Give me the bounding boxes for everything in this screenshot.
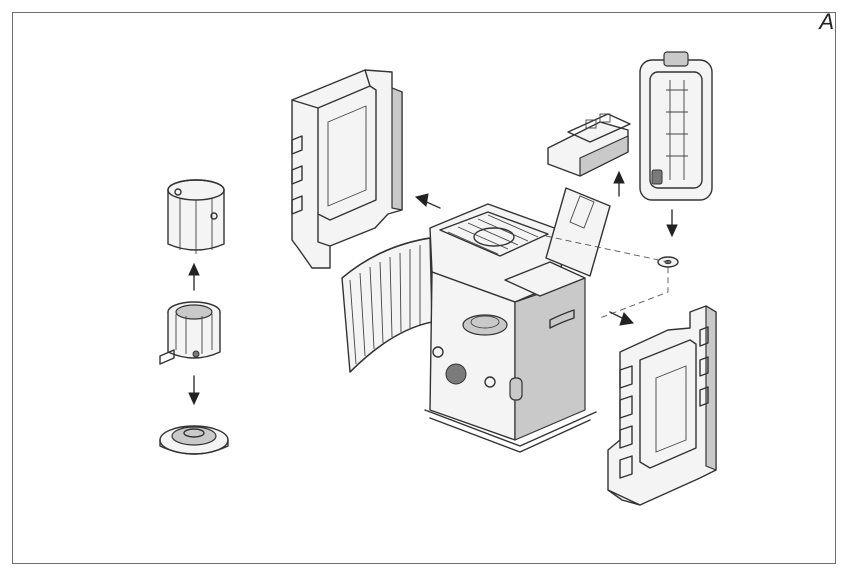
left-side-panel [291, 69, 403, 269]
figure-label: A [819, 9, 834, 34]
tank-lid [545, 187, 611, 277]
arrow-fuel-tank [666, 209, 678, 238]
burner-unit [159, 301, 221, 365]
arrow-chimney [188, 262, 200, 291]
grille-door [341, 237, 433, 373]
alignment-lines [545, 235, 669, 319]
arrow-left-panel [414, 193, 441, 209]
heater-body [424, 203, 597, 453]
diagram-frame [12, 12, 836, 564]
arrow-right-panel [609, 311, 634, 326]
arrow-base-plate [188, 375, 200, 406]
chimney-cylinder [167, 179, 225, 254]
arrow-control-block [613, 170, 625, 197]
right-side-panel [607, 305, 717, 506]
fuel-tank [639, 51, 713, 201]
burner-base-plate [159, 425, 229, 455]
control-block [547, 113, 631, 177]
